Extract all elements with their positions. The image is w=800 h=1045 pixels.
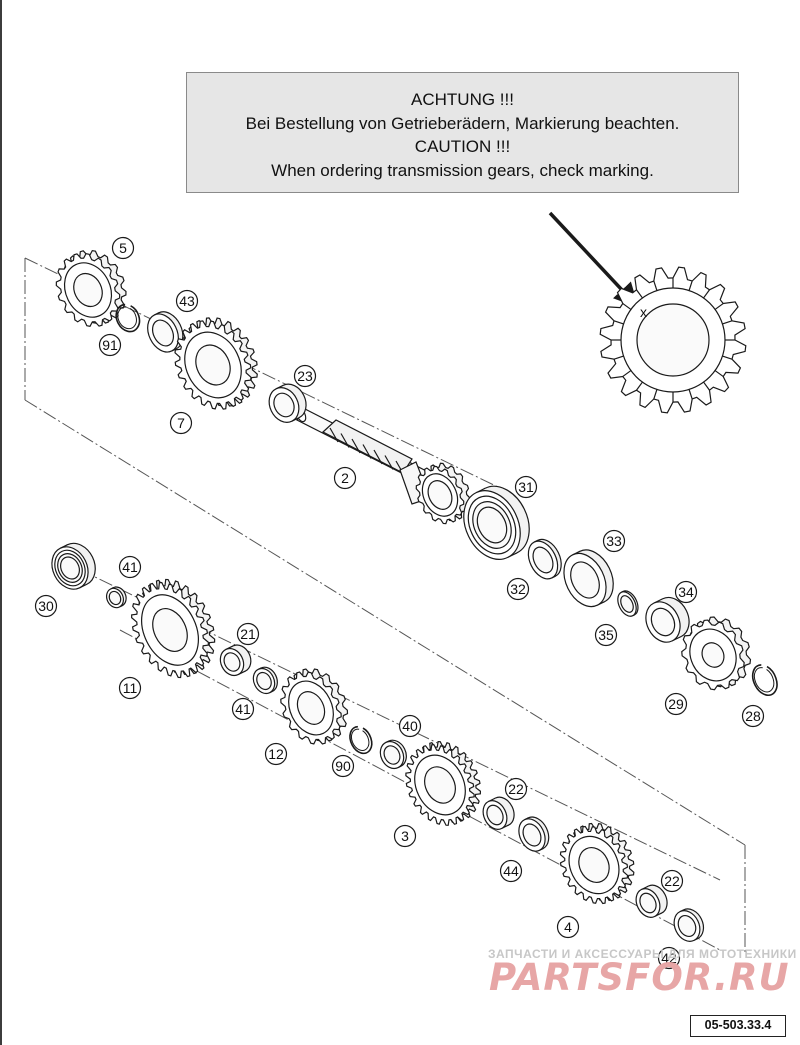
svg-text:2: 2 <box>341 470 349 486</box>
needle-bearing-22-lower <box>635 884 668 918</box>
bushing-34 <box>645 596 690 643</box>
callout-29: 29 <box>664 692 688 716</box>
axis-line-3 <box>24 399 746 846</box>
needle-bearing-21 <box>219 644 252 677</box>
callout-4: 4 <box>556 915 580 939</box>
circlip-28 <box>751 664 778 697</box>
svg-text:22: 22 <box>664 873 680 889</box>
notice-line-4: When ordering transmission gears, check … <box>271 160 654 180</box>
callout-44: 44 <box>499 859 523 883</box>
diagram-code: 05-503.33.4 <box>690 1015 786 1037</box>
svg-text:21: 21 <box>240 626 256 642</box>
svg-text:34: 34 <box>678 584 694 600</box>
marking-detail-gear: x <box>599 266 747 414</box>
svg-text:4: 4 <box>564 919 572 935</box>
svg-text:91: 91 <box>102 337 118 353</box>
washer-42 <box>673 908 705 942</box>
gear-5 <box>55 249 127 327</box>
callout-34: 34 <box>674 580 698 604</box>
callout-12: 12 <box>264 742 288 766</box>
callout-32: 32 <box>506 577 530 601</box>
svg-text:32: 32 <box>510 581 526 597</box>
svg-text:30: 30 <box>38 598 54 614</box>
svg-text:42: 42 <box>661 950 677 966</box>
circlip-90 <box>349 725 373 755</box>
callout-91: 91 <box>98 333 122 357</box>
notice-line-3: CAUTION !!! <box>414 137 511 156</box>
notice-line-1: ACHTUNG !!! <box>411 90 514 109</box>
callout-21: 21 <box>236 622 260 646</box>
circlip-91 <box>115 303 141 333</box>
svg-text:3: 3 <box>401 828 409 844</box>
svg-text:44: 44 <box>503 863 519 879</box>
callout-28: 28 <box>741 704 765 728</box>
callout-22: 22 <box>660 869 684 893</box>
callout-41: 41 <box>118 555 142 579</box>
svg-text:5: 5 <box>119 240 127 256</box>
washer-40 <box>379 739 407 770</box>
spacer-32 <box>527 538 562 580</box>
o-ring-35 <box>617 590 639 617</box>
callout-41: 41 <box>231 697 255 721</box>
callout-43: 43 <box>175 289 199 313</box>
svg-text:28: 28 <box>745 708 761 724</box>
svg-text:22: 22 <box>508 781 524 797</box>
gear-12 <box>280 668 349 745</box>
seal-ring-33 <box>563 549 614 608</box>
callout-7: 7 <box>169 411 193 435</box>
marking-symbol: x <box>640 304 647 320</box>
callout-2: 2 <box>333 466 357 490</box>
svg-text:41: 41 <box>235 701 251 717</box>
svg-text:35: 35 <box>598 627 614 643</box>
washer-41-lower <box>252 666 278 695</box>
callout-30: 30 <box>34 594 58 618</box>
callout-90: 90 <box>331 754 355 778</box>
sprocket-29 <box>681 616 752 691</box>
notice-line-2: Bei Bestellung von Getrieberädern, Marki… <box>245 113 680 133</box>
svg-text:23: 23 <box>297 368 313 384</box>
callout-23: 23 <box>293 364 317 388</box>
needle-bearing-23 <box>268 383 307 423</box>
washer-41-upper <box>105 586 127 609</box>
gear-7 <box>174 317 258 410</box>
svg-text:11: 11 <box>123 680 138 696</box>
left-frame-edge <box>0 0 2 1045</box>
ball-bearing-30 <box>51 542 96 590</box>
callout-35: 35 <box>594 623 618 647</box>
svg-text:12: 12 <box>268 746 284 762</box>
callout-31: 31 <box>514 475 538 499</box>
svg-text:33: 33 <box>606 533 622 549</box>
svg-text:43: 43 <box>179 293 195 309</box>
washer-43 <box>147 311 184 353</box>
svg-text:90: 90 <box>335 758 351 774</box>
shaft-pinion-gear <box>415 462 471 525</box>
callout-5: 5 <box>111 236 135 260</box>
washer-44 <box>518 816 550 852</box>
needle-bearing-22-upper <box>482 796 515 830</box>
gear-4 <box>559 822 635 905</box>
svg-text:40: 40 <box>402 718 418 734</box>
caution-notice-box: ACHTUNG !!! Bei Bestellung von Getrieber… <box>186 72 739 193</box>
watermark-tagline: ЗАПЧАСТИ И АКСЕССУАРЫ ДЛЯ МОТОТЕХНИКИ <box>488 947 797 961</box>
svg-text:41: 41 <box>122 559 138 575</box>
gear-3 <box>405 741 482 826</box>
svg-text:29: 29 <box>668 696 684 712</box>
svg-text:7: 7 <box>177 415 185 431</box>
watermark-logo: PARTSFOR.RU <box>489 956 790 999</box>
callout-11: 11 <box>118 676 142 700</box>
svg-text:31: 31 <box>518 479 534 495</box>
callout-22: 22 <box>504 777 528 801</box>
callout-40: 40 <box>398 714 422 738</box>
ball-bearing-31 <box>463 485 530 560</box>
callout-33: 33 <box>602 529 626 553</box>
callout-3: 3 <box>393 824 417 848</box>
gear-11 <box>131 578 216 679</box>
callout-42: 42 <box>657 946 681 970</box>
